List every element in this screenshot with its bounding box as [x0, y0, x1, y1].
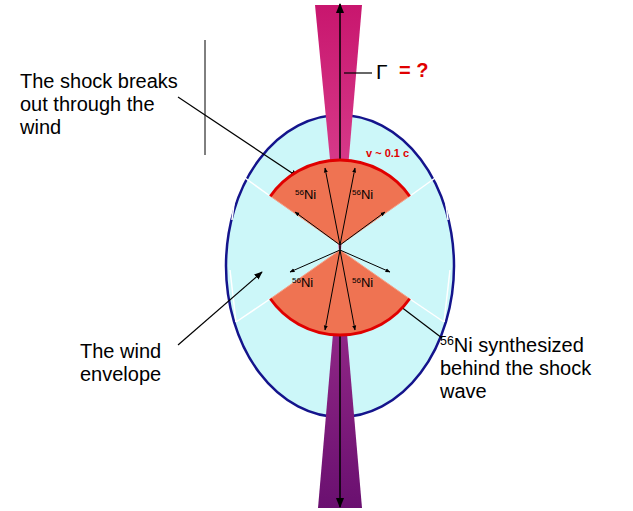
isotope-label: 56Ni — [295, 187, 316, 202]
isotope-label: 56Ni — [352, 187, 373, 202]
velocity-label: v ~ 0.1 c — [366, 147, 409, 160]
leader-arrow — [178, 272, 262, 345]
leader-arrow — [178, 97, 298, 177]
shock-sector: 56Ni 56Ni — [265, 155, 415, 250]
unknown-value: = ? — [399, 59, 428, 82]
sector-shape — [265, 247, 415, 342]
bracket-line — [205, 40, 206, 155]
isotope-label: 56Ni — [292, 275, 313, 290]
shock-sector: 56Ni 56Ni — [265, 247, 415, 342]
lorentz-factor: Γ — [376, 60, 388, 84]
callout-text: 56Ni synthesized behind the shock wave — [440, 334, 600, 403]
gamma-leader — [344, 72, 372, 73]
callout-text: The shock breaks out through the wind — [20, 70, 180, 139]
isotope-label: 56Ni — [352, 275, 373, 290]
callout-text: The wind envelope — [80, 340, 180, 386]
sector-shape — [265, 155, 415, 250]
